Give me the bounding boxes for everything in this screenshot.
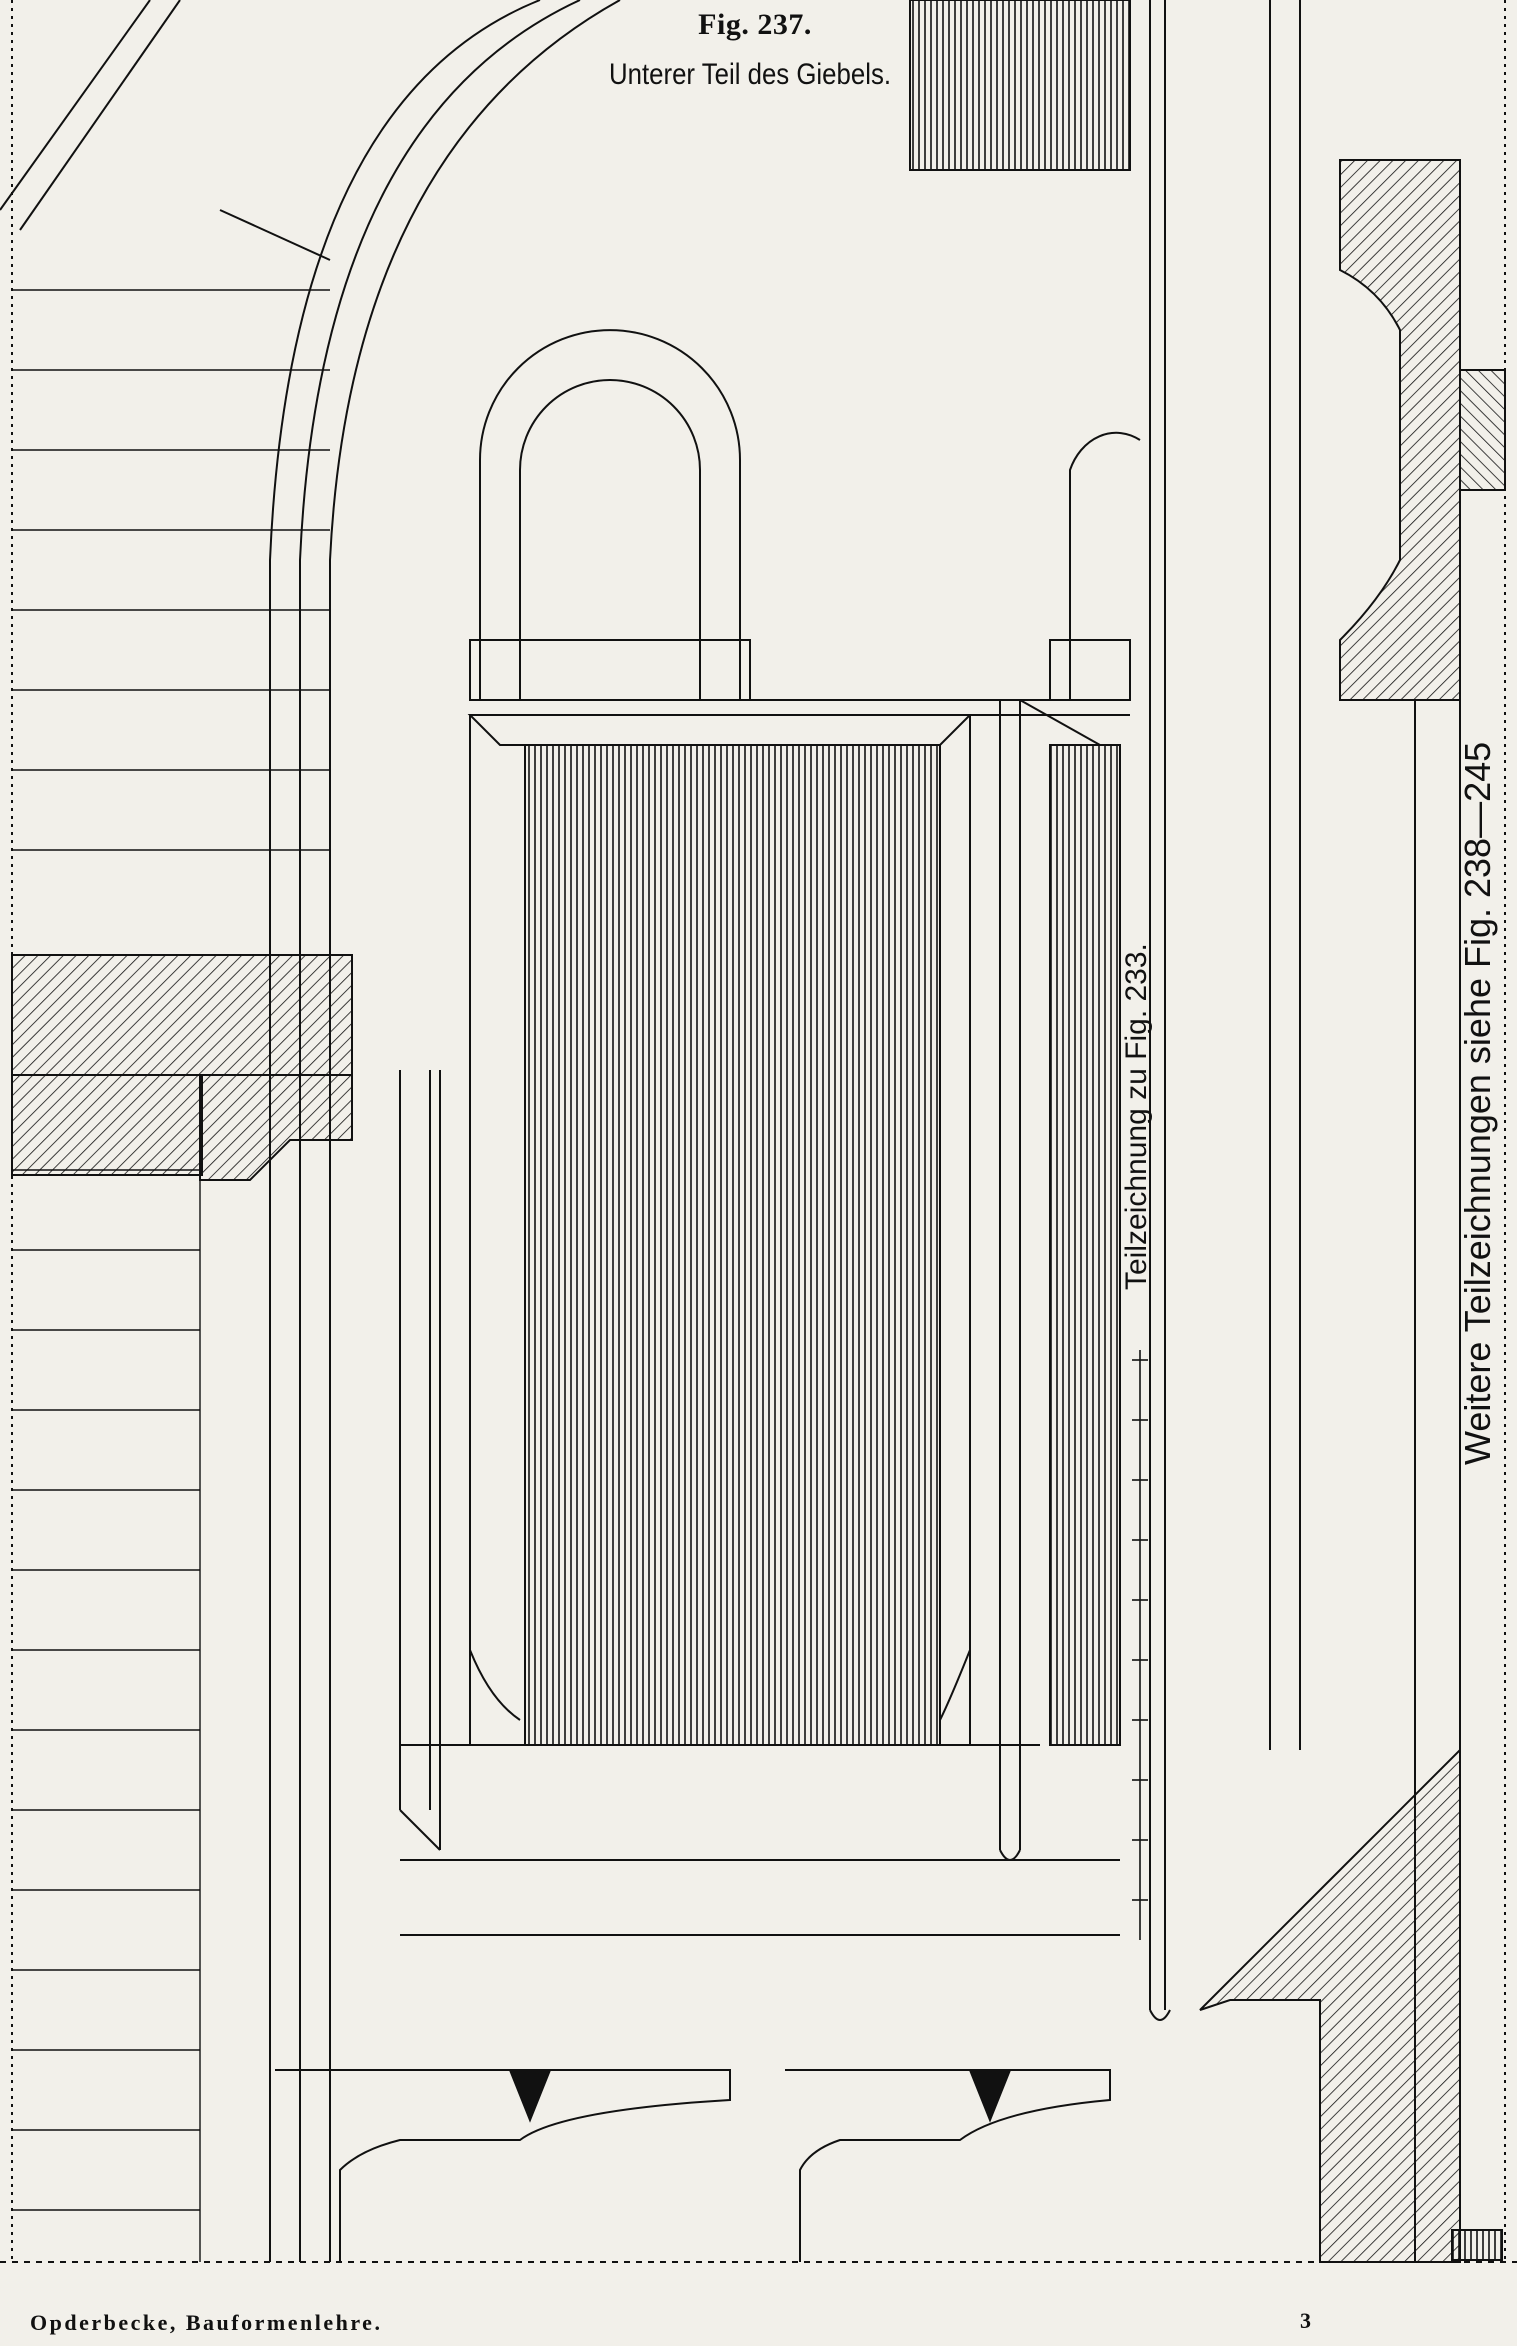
top-panel bbox=[909, 0, 1131, 171]
footer-signature-mark: 3 bbox=[1300, 2308, 1311, 2333]
gable-arches bbox=[0, 0, 621, 2262]
window-panel bbox=[400, 699, 1121, 1936]
figure-number: Fig. 237. bbox=[698, 8, 812, 41]
window-arches bbox=[469, 329, 1141, 716]
figure-caption: Unterer Teil des Giebels. bbox=[608, 58, 892, 91]
right-profile bbox=[1149, 0, 1506, 2263]
further-details-note: Weitere Teilzeichnungen siehe Fig. 238—2… bbox=[1457, 741, 1498, 1465]
column-shafts bbox=[399, 700, 1021, 1861]
detail-reference-note: Teilzeichnung zu Fig. 233. bbox=[1120, 943, 1153, 1290]
scale-bar bbox=[1132, 1350, 1148, 1940]
footer-book-title: Opderbecke, Bauformenlehre. bbox=[30, 2310, 383, 2335]
lower-consoles bbox=[275, 2069, 1111, 2262]
left-masonry bbox=[12, 289, 330, 2262]
hatched-cornice bbox=[11, 954, 353, 1181]
